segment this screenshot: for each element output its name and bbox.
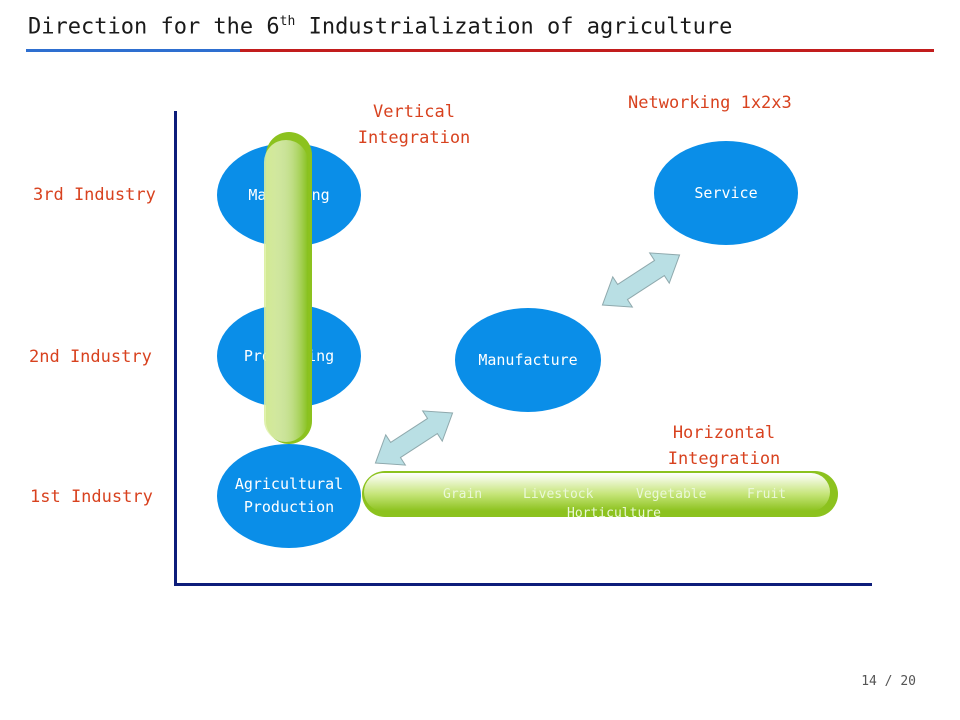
title-underline-blue bbox=[26, 49, 240, 52]
x-axis bbox=[174, 583, 872, 586]
item-grain: Grain bbox=[443, 487, 483, 502]
horizontal-integration-line1: Horizontal bbox=[672, 423, 776, 443]
title-underline-red bbox=[240, 49, 934, 52]
item-vegetable: Vegetable bbox=[636, 487, 707, 502]
slide-title: Direction for the 6th Industrialization … bbox=[28, 14, 732, 39]
node-agricultural-production: Agricultural Production bbox=[217, 444, 361, 548]
agri-line2: Production bbox=[243, 498, 335, 516]
networking-label: Networking 1x2x3 bbox=[628, 93, 792, 113]
vertical-integration-line2: Integration bbox=[357, 128, 471, 148]
y-axis bbox=[174, 111, 177, 585]
label-1st-industry: 1st Industry bbox=[30, 487, 153, 507]
item-horticulture: Horticulture bbox=[567, 506, 661, 521]
item-livestock: Livestock bbox=[523, 487, 594, 502]
title-superscript: th bbox=[279, 14, 296, 29]
vertical-integration-bar bbox=[264, 132, 312, 444]
title-prefix: Direction for the 6 bbox=[28, 14, 280, 40]
horizontal-integration-bar bbox=[362, 471, 838, 517]
arrow-manufacture-service bbox=[601, 252, 681, 308]
label-2nd-industry: 2nd Industry bbox=[29, 347, 152, 367]
item-fruit: Fruit bbox=[747, 487, 787, 502]
label-3rd-industry: 3rd Industry bbox=[33, 185, 156, 205]
agri-line1: Agricultural bbox=[234, 475, 344, 493]
node-service: Service bbox=[654, 141, 798, 245]
vertical-integration-label: Vertical Integration bbox=[340, 99, 488, 151]
title-suffix: Industrialization of agriculture bbox=[295, 14, 733, 40]
horizontal-integration-label: Horizontal Integration bbox=[650, 420, 798, 472]
page-number: 14 / 20 bbox=[861, 674, 916, 689]
node-manufacture: Manufacture bbox=[455, 308, 601, 412]
vertical-integration-line1: Vertical bbox=[373, 102, 455, 122]
horizontal-integration-line2: Integration bbox=[667, 449, 781, 469]
